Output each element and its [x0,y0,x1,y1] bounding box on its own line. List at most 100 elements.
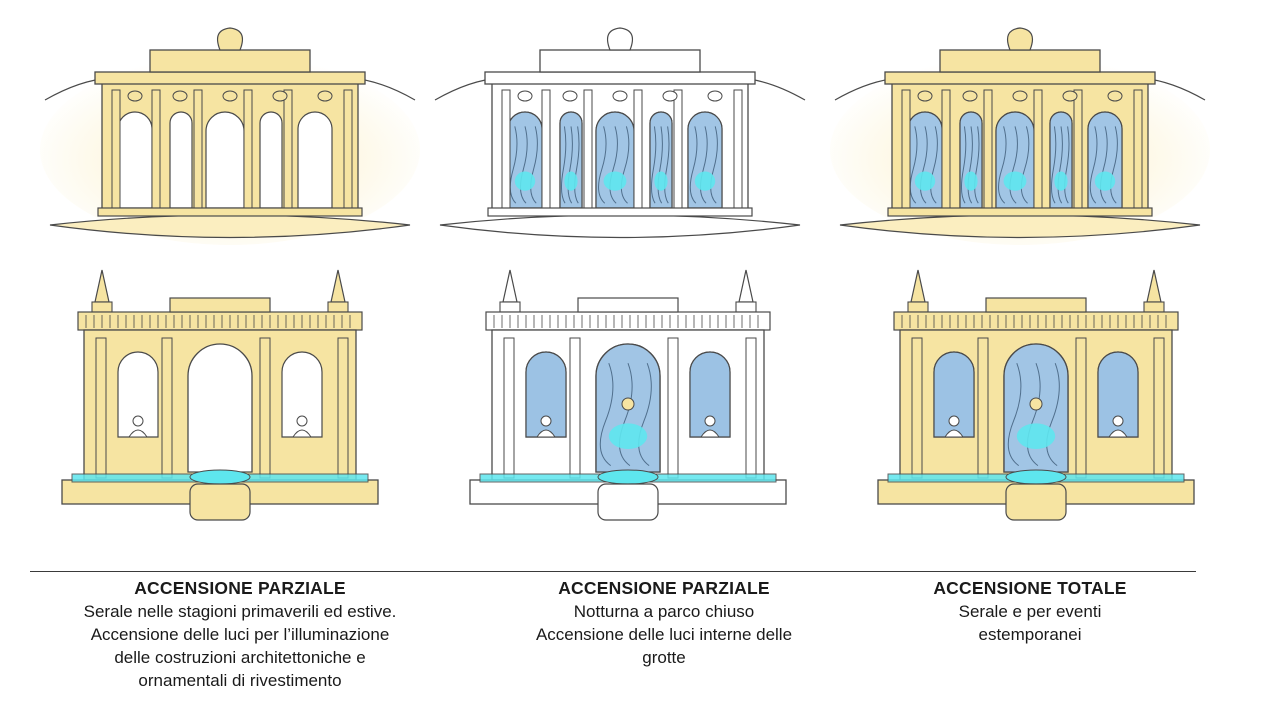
base-step [487,207,753,217]
medallion [612,90,628,102]
medallion [272,90,288,102]
entablature [884,71,1156,85]
caption-total: ACCENSIONE TOTALE Serale e per eventi es… [830,577,1230,646]
medallion [222,90,238,102]
spire [1146,269,1162,303]
attic [939,49,1101,73]
grotto-light [908,112,942,208]
portico-sketch-partial-grotto [430,20,810,250]
column [745,337,757,479]
pilaster [111,89,121,211]
arch-opening [205,111,245,209]
grotto-light [650,112,672,208]
spire [330,269,346,303]
statue-head [948,415,960,427]
statue-body [700,429,720,438]
pilaster [243,89,253,211]
pilaster [733,89,743,211]
fountain-sketch-partial-grotto [458,262,798,527]
pilaster [283,89,293,211]
caption-line: ornamentali di rivestimento [138,671,342,690]
balustrade [485,311,771,331]
caption-line: estemporanei [978,625,1082,644]
grotto-interior [1088,112,1122,208]
portico-sketch-total [830,20,1210,250]
niche-outline [933,351,975,438]
crest [217,27,243,51]
statue-head [540,415,552,427]
grotto-light [688,112,722,208]
pilaster [901,89,911,211]
central-step [597,483,659,521]
spire-base [907,301,929,313]
statue-body [944,429,964,438]
grotto-light [1088,112,1122,208]
column [337,337,349,479]
central-arch-outline [595,343,661,473]
medallion [962,90,978,102]
column [977,337,989,479]
niche-outline [525,351,567,438]
statue-body [292,429,312,438]
pilaster [1133,89,1143,211]
grotto-interior [650,112,672,208]
ground [439,214,801,239]
medallion [127,90,143,102]
grotto-interior [688,112,722,208]
medallion [707,90,723,102]
pilaster [1033,89,1043,211]
grotto-light [508,112,542,208]
spire-base [1143,301,1165,313]
central-attic [577,297,679,313]
statue-head [296,415,308,427]
column [503,337,515,479]
arch-outline [959,111,983,209]
central-pool [1005,469,1067,485]
central-statue [1029,397,1043,411]
central-pool [189,469,251,485]
balustrade [893,311,1179,331]
grotto-interior [596,112,634,208]
caption-line: Serale e per eventi [958,602,1102,621]
caption-line: grotte [642,648,686,667]
grotto-interior [960,112,982,208]
spire-base [499,301,521,313]
pilaster [673,89,683,211]
caption-line: delle costruzioni architettoniche e [114,648,366,667]
caption-line: Notturna a parco chiuso [573,602,755,621]
central-step [1005,483,1067,521]
central-arch-outline [1003,343,1069,473]
medallion [317,90,333,102]
statue-body [128,429,148,438]
fountain-sketch-total [866,262,1206,527]
arch-opening [169,111,193,209]
medallion [517,90,533,102]
column [1153,337,1165,479]
arch-outline [649,111,673,209]
statue-body [536,429,556,438]
base-step [887,207,1153,217]
column [95,337,107,479]
crest [1007,27,1033,51]
arch-outline [1049,111,1073,209]
pilaster [343,89,353,211]
pilaster [983,89,993,211]
pilaster [501,89,511,211]
spire-base [735,301,757,313]
attic [149,49,311,73]
attic [539,49,701,73]
grotto-interior [1050,112,1072,208]
grotto-light [1004,344,1068,472]
central-pool [597,469,659,485]
central-step [189,483,251,521]
medallion [562,90,578,102]
grotto-interior [508,112,542,208]
grotto-light [1050,112,1072,208]
caption-divider [30,571,1196,572]
grotto-light [560,112,582,208]
base-step [97,207,363,217]
spire [910,269,926,303]
spire-base [327,301,349,313]
caption-title: ACCENSIONE TOTALE [933,578,1127,598]
column [259,337,271,479]
